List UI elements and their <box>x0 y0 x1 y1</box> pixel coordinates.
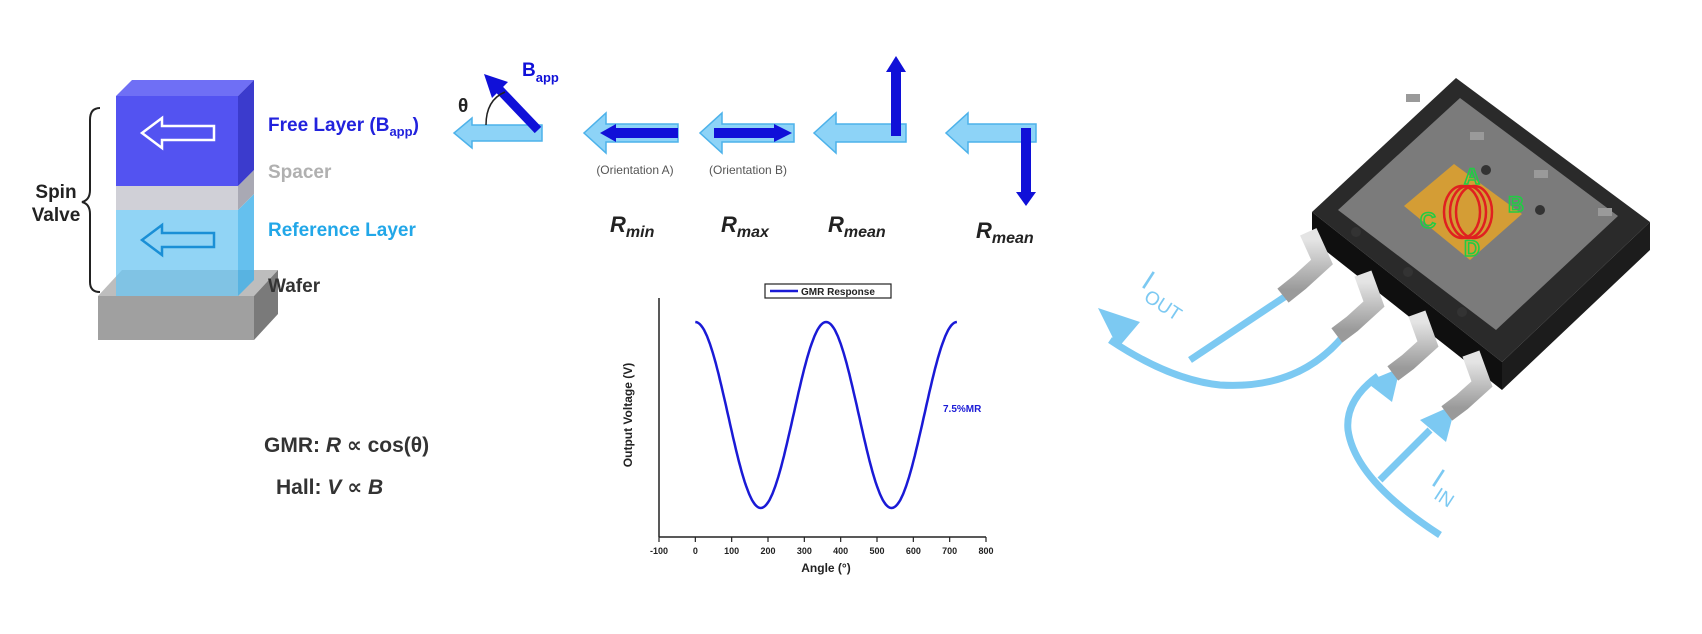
orientation-a-caption: (Orientation A) <box>596 163 673 177</box>
region-label-d: D <box>1464 236 1480 261</box>
reference-layer-front <box>116 210 238 296</box>
chart-x-ticks: -100 0 100 200 300 400 500 600 700 800 <box>650 537 994 556</box>
region-label-b: B <box>1508 192 1524 217</box>
pad-hole-2 <box>1403 267 1413 277</box>
pin-top-1 <box>1406 94 1420 102</box>
pin-top-4 <box>1598 208 1612 216</box>
current-out-branch <box>1188 287 1297 363</box>
current-in-path <box>1344 373 1442 538</box>
spin-valve-label-line2: Valve <box>32 205 81 226</box>
pad-hole-3 <box>1457 307 1467 317</box>
spin-valve-bracket <box>81 107 101 293</box>
coil-loop-3 <box>1454 184 1494 240</box>
orientation-a <box>582 111 679 155</box>
theta-label: θ <box>458 96 468 117</box>
chart-legend: GMR Response <box>764 283 892 299</box>
pin-top-3 <box>1534 170 1548 178</box>
chart-x-tick-label: 200 <box>760 546 775 556</box>
orientation-d-free-arrow-shaft <box>1021 128 1031 194</box>
chart-x-tick-label: 400 <box>833 546 848 556</box>
chart-x-tick-label: 600 <box>906 546 921 556</box>
field-angle-diagram <box>452 74 543 150</box>
current-out-label: IOUT <box>1132 265 1196 326</box>
free-layer-top <box>116 80 254 96</box>
chart-x-tick-label: 300 <box>797 546 812 556</box>
chip-die-region <box>1404 164 1522 260</box>
pin-4 <box>1441 350 1493 421</box>
region-label-c: C <box>1420 208 1436 233</box>
orientation-b <box>698 111 795 155</box>
orientation-b-free-arrow-shaft <box>714 128 774 138</box>
free-layer-label: Free Layer (Bapp) <box>268 115 419 139</box>
sensor-chip <box>1098 78 1650 538</box>
pin-1 <box>1277 228 1333 303</box>
chart-legend-box <box>764 283 892 299</box>
spin-valve-label-line1: Spin <box>35 182 76 203</box>
current-out-arrowhead <box>1098 308 1140 348</box>
chart-x-tick-label: 800 <box>978 546 993 556</box>
gmr-response-line <box>695 320 958 510</box>
chip-body-side <box>1502 222 1650 390</box>
hall-equation: Hall: V ∝ B <box>276 476 383 499</box>
pin-3 <box>1387 310 1439 381</box>
chart-annotation: 7.5%MR <box>943 404 982 415</box>
wafer-layer-front <box>98 296 254 340</box>
chart-x-tick-label: -100 <box>650 546 668 556</box>
gmr-response-chart: -100 0 100 200 300 400 500 600 700 800 GMR Respon… <box>621 283 994 575</box>
chart-x-tick-label: 500 <box>869 546 884 556</box>
orientation-c-free-arrow-head <box>886 56 906 72</box>
region-label-a: A <box>1464 164 1480 189</box>
orientation-a-free-arrow-shaft <box>616 128 678 138</box>
chart-legend-label: GMR Response <box>801 287 875 298</box>
spacer-label: Spacer <box>268 162 332 183</box>
gmr-equation: GMR: R ∝ cos(θ) <box>264 434 429 457</box>
orientation-b-free-arrow-head <box>774 124 792 142</box>
chart-x-tick-label: 0 <box>693 546 698 556</box>
spacer-layer-side <box>238 170 254 210</box>
chart-x-axis-label: Angle (°) <box>801 561 850 575</box>
orientation-b-resistance: Rmax <box>721 212 770 241</box>
pad-hole-5 <box>1535 205 1545 215</box>
current-in-branch <box>1377 427 1433 483</box>
orientation-d-resistance: Rmean <box>976 218 1034 247</box>
orientation-c-reference-arrow <box>812 111 907 155</box>
free-layer-magnetization-arrow <box>139 115 216 151</box>
coil-loop-1 <box>1442 184 1482 240</box>
orientation-a-free-arrow-head <box>600 124 616 142</box>
orientation-a-resistance: Rmin <box>610 212 655 241</box>
current-in-label: IIN <box>1422 463 1468 512</box>
reference-direction-arrow <box>452 116 543 150</box>
theta-angle-arc <box>485 91 506 126</box>
reference-layer-label: Reference Layer <box>268 220 416 241</box>
b-app-label: Bapp <box>522 60 559 85</box>
current-out-path <box>1108 331 1348 389</box>
orientation-c <box>812 56 907 155</box>
spacer-layer-front <box>116 186 238 210</box>
orientation-c-resistance: Rmean <box>828 212 886 241</box>
orientation-b-caption: (Orientation B) <box>709 163 787 177</box>
wafer-label: Wafer <box>268 276 321 297</box>
pin-top-2 <box>1470 132 1484 140</box>
current-in-arrowhead-1 <box>1366 368 1400 402</box>
coil-loop-2 <box>1448 184 1488 240</box>
orientation-c-free-arrow-shaft <box>891 72 901 136</box>
pin-2 <box>1331 270 1385 343</box>
reference-layer-side <box>238 194 254 296</box>
spin-valve-stack <box>81 80 278 340</box>
applied-field-arrow-head <box>484 74 508 98</box>
wafer-layer-side <box>254 270 278 340</box>
pad-hole-4 <box>1481 165 1491 175</box>
orientation-d-free-arrow-head <box>1016 192 1036 206</box>
reference-layer-magnetization-arrow <box>139 222 216 258</box>
chart-x-tick-label: 700 <box>942 546 957 556</box>
pad-hole-1 <box>1351 227 1361 237</box>
orientation-d <box>944 111 1037 206</box>
chart-x-tick-label: 100 <box>724 546 739 556</box>
free-layer-side <box>238 80 254 186</box>
chip-body-front <box>1312 212 1502 390</box>
chart-y-axis-label: Output Voltage (V) <box>621 363 635 467</box>
